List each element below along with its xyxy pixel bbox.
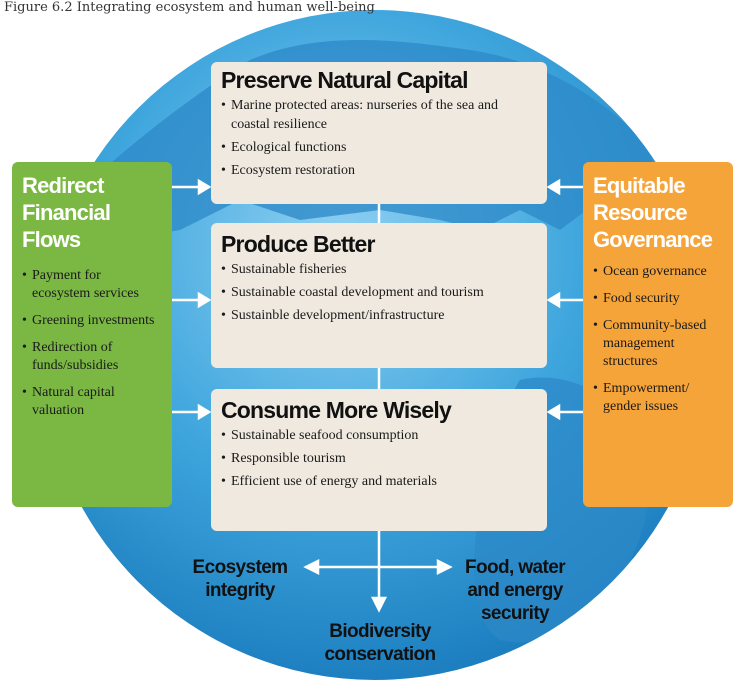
list-item: Food security	[593, 290, 725, 308]
label-line: and energy	[467, 580, 563, 601]
food-water-energy-security-label: Food, water and energy security	[445, 556, 585, 625]
box-title: Preserve Natural Capital	[221, 67, 469, 93]
list-item: Natural capital valuation	[22, 384, 162, 420]
panel-title: Redirect Financial Flows	[22, 172, 162, 253]
list-item: Marine protected areas: nurseries of the…	[221, 96, 539, 134]
consume-more-wisely-box: Consume More Wisely Sustainable seafood …	[211, 389, 547, 531]
label-line: Ecosystem	[192, 557, 289, 578]
title-line: Financial	[22, 200, 111, 225]
preserve-natural-capital-box: Preserve Natural Capital Marine protecte…	[211, 62, 547, 204]
bullet-list: Sustainable fisheries Sustainable coasta…	[221, 260, 539, 325]
label-line: conservation	[324, 644, 436, 665]
panel-title: Equitable Resource Governance	[593, 172, 725, 253]
title-line: Governance	[593, 227, 713, 252]
list-item: Ecological functions	[221, 138, 539, 157]
bullet-list: Sustainable seafood consumption Responsi…	[221, 426, 539, 491]
produce-better-box: Produce Better Sustainable fisheries Sus…	[211, 223, 547, 368]
list-item: Responsible tourism	[221, 449, 539, 468]
list-item: Efficient use of energy and materials	[221, 472, 539, 491]
list-item: Sustainable coastal development and tour…	[221, 283, 539, 302]
title-line: Redirect	[22, 173, 104, 198]
list-item: Sustainable fisheries	[221, 260, 539, 279]
bullet-list: Ocean governance Food security Community…	[593, 263, 725, 416]
box-title: Produce Better	[221, 231, 375, 257]
bullet-list: Payment for ecosystem services Greening …	[22, 267, 162, 420]
label-line: security	[480, 603, 550, 624]
list-item: Redirection of funds/subsidies	[22, 339, 162, 375]
biodiversity-conservation-label: Biodiversity conservation	[305, 620, 455, 666]
list-item: Greening investments	[22, 312, 162, 330]
title-line: Flows	[22, 227, 81, 252]
list-item: Community-based management structures	[593, 317, 725, 371]
list-item: Ecosystem restoration	[221, 161, 539, 180]
figure-caption: Figure 6.2 Integrating ecosystem and hum…	[4, 0, 375, 15]
equitable-resource-governance-panel: Equitable Resource Governance Ocean gove…	[583, 162, 733, 507]
title-line: Resource	[593, 200, 688, 225]
list-item: Sustainble development/infrastructure	[221, 306, 539, 325]
label-line: integrity	[205, 580, 275, 601]
redirect-financial-flows-panel: Redirect Financial Flows Payment for eco…	[12, 162, 172, 507]
list-item: Ocean governance	[593, 263, 725, 281]
list-item: Empowerment/ gender issues	[593, 380, 725, 416]
label-line: Food, water	[464, 557, 566, 578]
title-line: Equitable	[593, 173, 686, 198]
ecosystem-integrity-label: Ecosystem integrity	[170, 556, 310, 602]
label-line: Biodiversity	[329, 621, 431, 642]
list-item: Payment for ecosystem services	[22, 267, 162, 303]
box-title: Consume More Wisely	[221, 397, 452, 423]
list-item: Sustainable seafood consumption	[221, 426, 539, 445]
bullet-list: Marine protected areas: nurseries of the…	[221, 96, 539, 180]
